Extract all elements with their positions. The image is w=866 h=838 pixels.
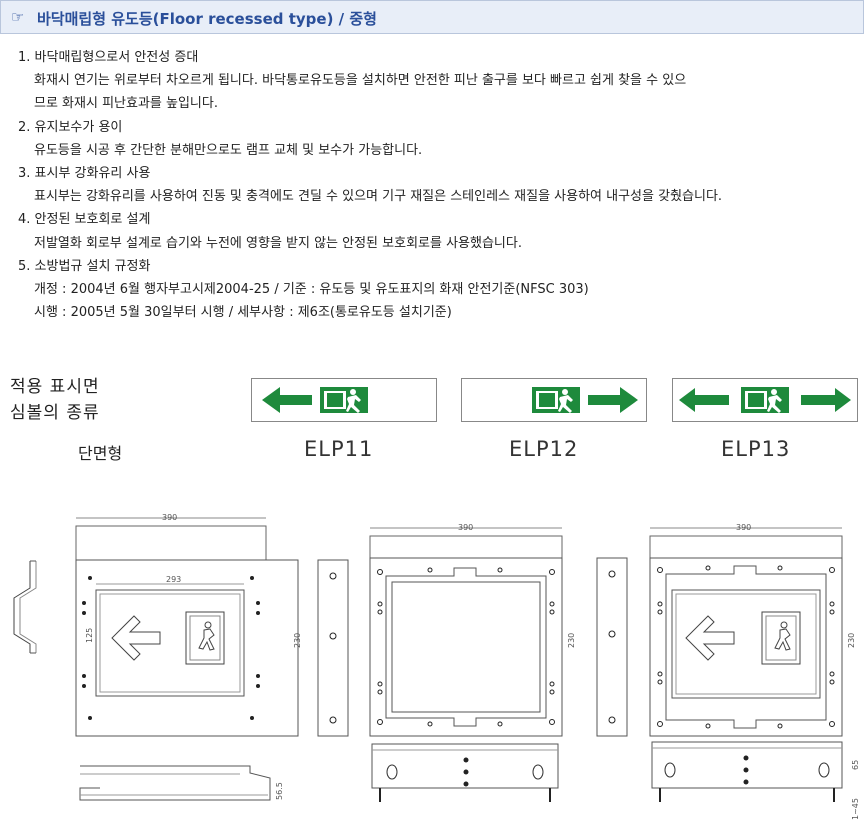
drawing-elp13: 390 230 65 1~45 <box>649 523 860 820</box>
feature-item: 5. 소방법규 설치 규정화 개정 : 2004년 6월 행자부고시제2004-… <box>18 255 858 325</box>
feature-desc: 표시부는 강화유리를 사용하여 진동 및 충격에도 견딜 수 있으며 기구 재질… <box>34 189 723 205</box>
feature-title: 3. 표시부 강화유리 사용 <box>18 166 151 182</box>
pointing-hand-icon: ☞ <box>11 8 25 26</box>
feature-desc: 개정 : 2004년 6월 행자부고시제2004-25 / 기준 : 유도등 및… <box>34 282 589 298</box>
feature-item: 3. 표시부 강화유리 사용 표시부는 강화유리를 사용하여 진동 및 충격에도… <box>18 162 858 208</box>
feature-item: 4. 안정된 보호회로 설계 저발열화 회로부 설계로 습기와 누전에 영향을 … <box>18 208 858 254</box>
dim-label: 1~45 <box>851 798 860 820</box>
feature-desc: 므로 화재시 피난효과를 높입니다. <box>34 96 218 112</box>
dim-label: 293 <box>166 575 181 584</box>
model-label: ELP11 <box>304 437 374 461</box>
dim-label: 390 <box>736 523 751 532</box>
dim-label: 230 <box>847 633 856 648</box>
symbol-label: 적용 표시면 심볼의 종류 <box>10 374 100 426</box>
model-label: ELP12 <box>509 437 579 461</box>
exit-sign-both-icon <box>679 387 851 413</box>
dim-label: 65 <box>851 760 860 770</box>
dim-label: 230 <box>293 633 302 648</box>
drawing-elp12: 390 230 <box>369 523 628 802</box>
model-label: ELP13 <box>721 437 791 461</box>
section-type-label: 단면형 <box>78 444 123 463</box>
feature-title: 2. 유지보수가 용이 <box>18 119 123 135</box>
technical-drawings: 390 293 125 230 56.5 <box>13 513 860 820</box>
exit-sign-right-icon <box>532 387 638 413</box>
dim-label: 125 <box>85 628 94 643</box>
feature-title: 5. 소방법규 설치 규정화 <box>18 258 151 274</box>
feature-desc: 유도등을 시공 후 간단한 분해만으로도 램프 교체 및 보수가 가능합니다. <box>34 142 423 158</box>
dim-label: 390 <box>458 523 473 532</box>
sign-elp12 <box>461 378 647 422</box>
sign-elp11 <box>251 378 437 422</box>
section-header: ☞ 바닥매립형 유도등(Floor recessed type) / 중형 <box>0 0 864 34</box>
sign-elp13 <box>672 378 858 422</box>
feature-title: 4. 안정된 보호회로 설계 <box>18 212 151 228</box>
feature-item: 1. 바닥매립형으로서 안전성 증대 화재시 연기는 위로부터 차오르게 됩니다… <box>18 46 858 116</box>
feature-list: 1. 바닥매립형으로서 안전성 증대 화재시 연기는 위로부터 차오르게 됩니다… <box>18 46 858 324</box>
feature-title: 1. 바닥매립형으로서 안전성 증대 <box>18 50 199 65</box>
symbol-label-line: 심볼의 종류 <box>10 403 100 423</box>
feature-desc: 시행 : 2005년 5월 30일부터 시행 / 세부사항 : 제6조(통로유도… <box>34 305 452 321</box>
feature-item: 2. 유지보수가 용이 유도등을 시공 후 간단한 분해만으로도 램프 교체 및… <box>18 116 858 162</box>
dim-label: 230 <box>567 633 576 648</box>
exit-sign-left-icon <box>262 387 368 413</box>
drawing-elp11: 390 293 125 230 56.5 <box>13 513 349 801</box>
symbol-label-line: 적용 표시면 <box>10 377 100 397</box>
dim-label: 56.5 <box>275 782 284 800</box>
feature-desc: 저발열화 회로부 설계로 습기와 누전에 영향을 받지 않는 안정된 보호회로를… <box>34 235 522 251</box>
feature-desc: 화재시 연기는 위로부터 차오르게 됩니다. 바닥통로유도등을 설치하면 안전한… <box>34 73 687 89</box>
dim-label: 390 <box>162 513 177 522</box>
section-title: 바닥매립형 유도등(Floor recessed type) / 중형 <box>37 10 377 28</box>
